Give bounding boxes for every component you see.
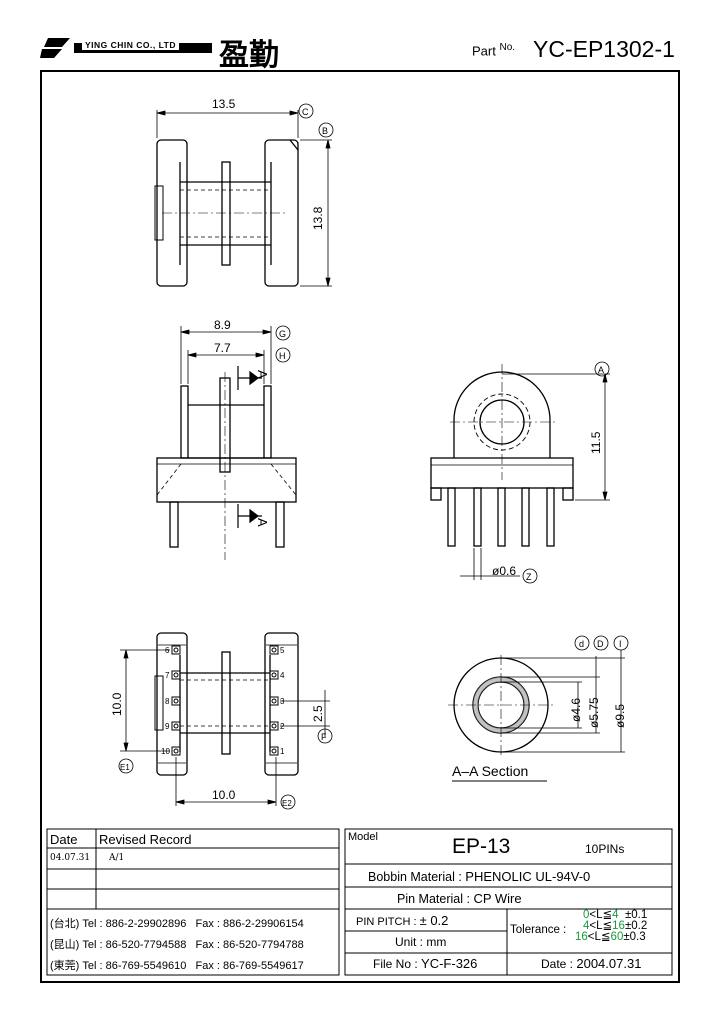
svg-text:2: 2 xyxy=(280,722,285,731)
dim-0-6-label: ø0.6 xyxy=(492,564,516,578)
svg-text:E2: E2 xyxy=(282,799,292,808)
dim-10-0-horizontal xyxy=(175,757,277,806)
front-view xyxy=(430,364,574,547)
part-number: YC-EP1302-1 xyxy=(533,36,675,62)
pin-numbers: 5 4 3 2 1 6 7 8 9 10 xyxy=(161,646,285,756)
svg-text:6: 6 xyxy=(165,646,170,655)
svg-text:10: 10 xyxy=(161,747,170,756)
drawing-date: Date : 2004.07.31 xyxy=(541,956,642,971)
svg-text:d: d xyxy=(579,639,584,649)
tolerance-row-3: 16<L≦60±0.3 xyxy=(575,931,646,943)
svg-text:5: 5 xyxy=(280,646,285,655)
bobbin-material: Bobbin Material : PHENOLIC UL-94V-0 xyxy=(368,869,591,884)
side-view xyxy=(156,372,297,560)
bottom-view xyxy=(154,632,299,776)
revised-record-header: Revised Record xyxy=(99,832,192,847)
dim-13-5 xyxy=(156,110,299,138)
dim-13-8-label: 13.8 xyxy=(311,206,325,230)
svg-text:9: 9 xyxy=(165,722,170,731)
svg-text:G: G xyxy=(279,329,286,339)
dim-5-75-label: ø5.75 xyxy=(587,697,601,728)
model-value: EP-13 xyxy=(452,835,511,858)
unit: Unit : mm xyxy=(395,935,447,949)
svg-text:3: 3 xyxy=(280,697,285,706)
tolerance-row-2: 4<L≦16±0.2 xyxy=(583,920,648,932)
company-name: YING CHIN CO., LTD xyxy=(82,40,180,50)
section-label-bottom: A xyxy=(255,518,270,527)
date-header: Date xyxy=(50,832,78,847)
revision-date: 04.07.31 xyxy=(50,853,91,863)
dim-8-9 xyxy=(180,326,272,384)
top-view xyxy=(154,139,299,287)
section-view xyxy=(448,655,556,755)
contact-kunshan: (昆山) Tel : 86-520-7794588 Fax : 86-520-7… xyxy=(50,939,304,951)
tolerance-label: Tolerance : xyxy=(510,924,567,936)
svg-text:B: B xyxy=(322,126,328,136)
svg-text:F: F xyxy=(321,732,327,742)
svg-text:4: 4 xyxy=(280,671,285,680)
part-no-label: Part No. xyxy=(472,42,516,59)
pins-count: 10PINs xyxy=(585,842,625,856)
svg-text:E1: E1 xyxy=(120,763,130,772)
revision-record: A/1 xyxy=(109,853,125,863)
dim-8-9-label: 8.9 xyxy=(214,318,231,332)
svg-text:I: I xyxy=(619,639,622,649)
svg-text:A: A xyxy=(598,365,604,375)
pins xyxy=(171,645,279,756)
section-dims xyxy=(501,650,625,753)
svg-text:Z: Z xyxy=(526,572,532,582)
section-markers xyxy=(237,366,262,528)
dim-7-7-label: 7.7 xyxy=(214,341,231,355)
svg-text:1: 1 xyxy=(280,747,285,756)
company-chinese-name: 盈勤 xyxy=(219,38,279,73)
dim-2-5-label: 2.5 xyxy=(311,705,325,722)
section-label-top: A xyxy=(255,370,270,379)
svg-text:H: H xyxy=(279,351,286,361)
section-title: A–A Section xyxy=(452,763,528,779)
dim-7-7 xyxy=(187,350,265,384)
contact-dongguan: (東莞) Tel : 86-769-5549610 Fax : 86-769-5… xyxy=(50,960,304,972)
title-block-lines xyxy=(46,828,673,976)
dim-4-6-label: ø4.6 xyxy=(569,698,583,722)
dim-9-5-label: ø9.5 xyxy=(613,704,627,728)
dim-0-6 xyxy=(460,548,520,580)
dim-13-8 xyxy=(300,139,332,287)
dim-11-5 xyxy=(502,373,610,501)
pin-material: Pin Material : CP Wire xyxy=(397,891,522,906)
dim-10-0-v-label: 10.0 xyxy=(110,692,124,716)
tolerance-row-1: 0<L≦4 ±0.1 xyxy=(583,909,648,921)
model-label: Model xyxy=(348,831,378,843)
drawing-frame xyxy=(40,70,680,983)
dim-11-5-label: 11.5 xyxy=(589,431,603,454)
svg-text:8: 8 xyxy=(165,697,170,706)
dim-13-5-label: 13.5 xyxy=(212,97,236,111)
dim-10-0-vertical xyxy=(120,649,170,752)
svg-text:7: 7 xyxy=(165,671,170,680)
contact-taipei: (台北) Tel : 886-2-29902896 Fax : 886-2-29… xyxy=(50,918,304,930)
dim-10-0-h-label: 10.0 xyxy=(212,788,236,802)
pin-pitch: PIN PITCH : ± 0.2 xyxy=(356,913,449,928)
svg-text:D: D xyxy=(597,639,604,649)
svg-text:C: C xyxy=(302,107,309,117)
file-no: File No : YC-F-326 xyxy=(373,956,478,971)
